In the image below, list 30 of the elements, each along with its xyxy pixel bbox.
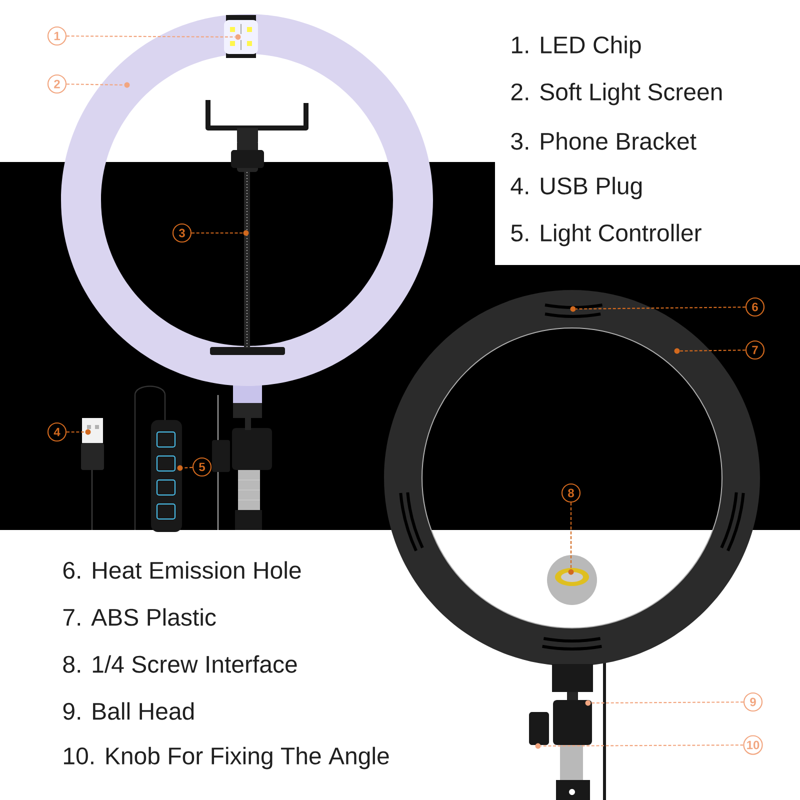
callout-number: 8 xyxy=(561,483,581,503)
callout-number: 2 xyxy=(47,74,67,94)
part-name: 6. Heat Emission Hole xyxy=(63,561,301,579)
leader-line xyxy=(66,36,236,38)
leader-line xyxy=(540,744,744,747)
leader-line xyxy=(182,466,192,468)
part-name: 1. LED Chip xyxy=(512,36,641,58)
leader-line xyxy=(680,350,746,352)
callout-number: 10 xyxy=(743,735,763,755)
callout-number: 9 xyxy=(743,692,763,712)
part-name: 7. ABS Plastic xyxy=(63,608,216,626)
callout-number: 5 xyxy=(192,457,212,477)
part-name: 8. 1/4 Screw Interface xyxy=(63,655,297,673)
leader-line xyxy=(570,502,572,570)
part-name: 2. Soft Light Screen xyxy=(511,82,722,106)
leader-line xyxy=(576,306,746,310)
leader-line xyxy=(66,84,124,86)
callout-number: 4 xyxy=(47,422,67,442)
callout-number: 7 xyxy=(745,340,765,360)
part-name: 5. Light Controller xyxy=(511,224,702,246)
part-name: 9. Ball Head xyxy=(63,702,194,720)
part-name: 3. Phone Bracket xyxy=(511,132,696,150)
leader-line xyxy=(66,431,86,433)
callout-number: 6 xyxy=(745,297,765,317)
part-name: 4. USB Plug xyxy=(510,176,642,200)
leader-line xyxy=(590,702,744,704)
part-name: 10. Knob For Fixing The Angle xyxy=(64,746,389,770)
callout-number: 1 xyxy=(47,26,67,46)
leader-line xyxy=(192,232,244,234)
callout-number: 3 xyxy=(172,223,192,243)
